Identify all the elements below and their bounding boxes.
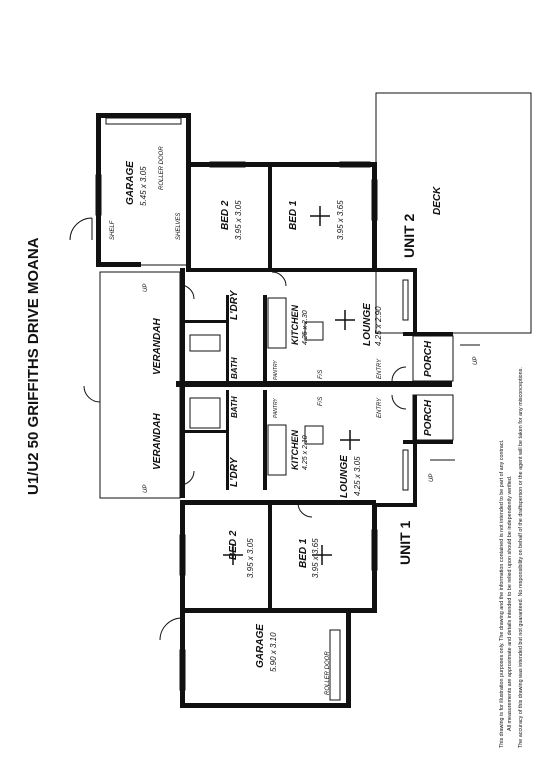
unit2-laundry: L'DRY (229, 289, 240, 320)
disclaimer: This drawing is for illustration purpose… (499, 367, 524, 748)
unit1-lounge-dim: 4.25 x 3.05 (353, 456, 362, 496)
unit1-entry: ENTRY (377, 397, 383, 418)
walls (96, 113, 453, 708)
unit1-garage-dim: 5.90 x 3.10 (269, 632, 278, 672)
unit1-bed2-dim: 3.95 x 3.05 (246, 538, 255, 578)
unit1-fs: F/S (318, 397, 324, 406)
disclaimer-line-1: This drawing is for illustration purpose… (499, 440, 505, 748)
unit1-labels: VERANDAH L'DRY BATH KITCHEN 4.25 x 2.10 … (143, 396, 435, 695)
unit2-lounge: LOUNGE (362, 303, 373, 346)
unit1-bed1: BED 1 (298, 538, 309, 568)
unit2-shelf: SHELF (110, 220, 116, 240)
unit1-label: UNIT 1 (397, 520, 413, 565)
thin-lines (69, 92, 532, 701)
unit2-verandah: VERANDAH (152, 318, 163, 375)
unit1-lounge: LOUNGE (339, 455, 350, 498)
unit2-roller-door: ROLLER DOOR (159, 146, 165, 190)
unit2-entry: ENTRY (377, 358, 383, 379)
unit2-bed2: BED 2 (220, 200, 231, 230)
unit2-lounge-dim: 4.25 x 2.90 (374, 306, 383, 346)
plan-title: U1/U2 50 GRIFFITHS DRIVE MOANA (25, 237, 42, 495)
unit2-fs: F/S (318, 370, 324, 379)
disclaimer-line-2: All measurements are approximate and det… (507, 476, 513, 731)
unit2-porch: PORCH (423, 340, 434, 377)
unit2-bed2-dim: 3.95 x 3.05 (234, 200, 243, 240)
unit2-up: UP (143, 284, 149, 292)
fan-icons (223, 206, 360, 565)
unit1-bath: BATH (230, 396, 239, 418)
unit1-bed1-dim: 3.95 x 3.65 (311, 538, 320, 578)
unit2-garage: GARAGE (125, 161, 136, 205)
unit1-kitchen: KITCHEN (290, 430, 300, 470)
unit2-labels: UNIT 2 DECK GARAGE 5.45 x 3.05 ROLLER DO… (110, 146, 479, 380)
unit2-bath: BATH (230, 357, 239, 379)
disclaimer-line-3: The accuracy of this drawing was intende… (518, 367, 524, 748)
unit2-pantry: PANTRY (273, 360, 279, 380)
unit1-bed2: BED 2 (228, 530, 239, 560)
unit2-bed1: BED 1 (288, 200, 299, 230)
unit2-garage-dim: 5.45 x 3.05 (139, 166, 148, 206)
unit2-bed1-dim: 3.95 x 3.65 (336, 200, 345, 240)
unit2-shelves: SHELVES (176, 213, 182, 240)
unit1-garage: GARAGE (255, 624, 266, 668)
unit2-label: UNIT 2 (401, 213, 417, 258)
unit1-porch: PORCH (423, 399, 434, 436)
unit1-pantry: PANTRY (273, 398, 279, 418)
unit2-kitchen-dim: 4.25 x 2.30 (302, 310, 309, 345)
unit2-porch-up: UP (473, 357, 479, 365)
unit2-kitchen: KITCHEN (290, 305, 300, 345)
unit1-kitchen-dim: 4.25 x 2.10 (302, 435, 309, 470)
unit1-roller-door: ROLLER DOOR (325, 651, 331, 695)
unit1-porch-up: UP (429, 474, 435, 482)
unit1-up: UP (143, 485, 149, 493)
unit1-verandah: VERANDAH (152, 413, 163, 470)
unit2-deck: DECK (432, 186, 443, 215)
unit1-laundry: L'DRY (229, 456, 240, 487)
